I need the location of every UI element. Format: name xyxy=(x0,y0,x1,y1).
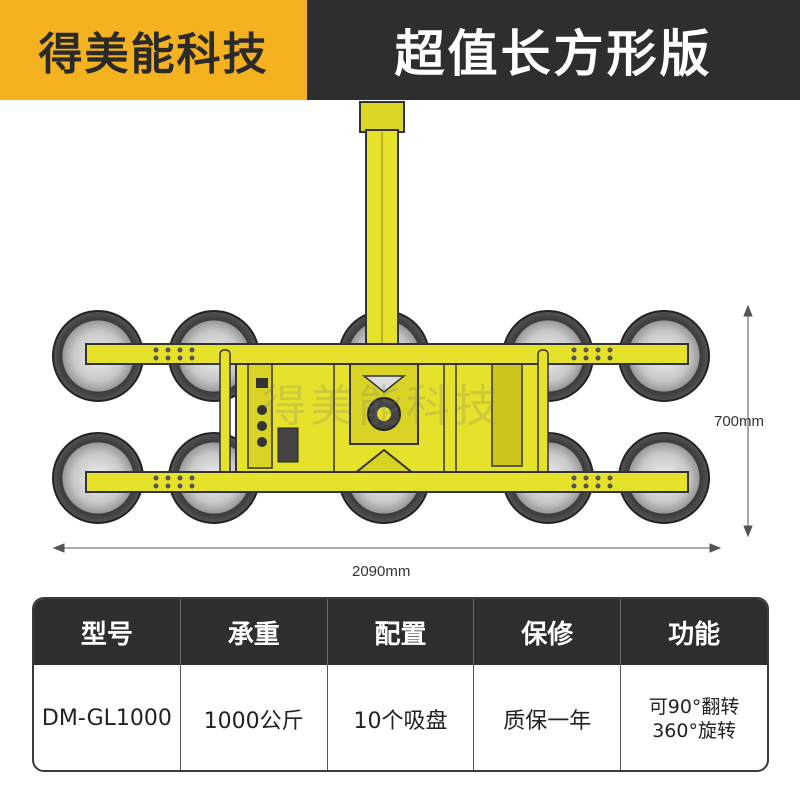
width-dimension-label: 2090mm xyxy=(352,563,411,580)
product-illustration: 得美能科技 700mm 2090mm xyxy=(0,100,800,590)
height-dimension-line xyxy=(743,304,753,538)
cell-configuration: 10个吸盘 xyxy=(328,665,475,770)
height-dimension-label: 700mm xyxy=(714,413,765,430)
width-dimension-line xyxy=(52,543,722,553)
cell-model: DM-GL1000 xyxy=(34,665,181,770)
cell-warranty: 质保一年 xyxy=(474,665,622,770)
spec-table-header: 型号 承重 配置 保修 功能 xyxy=(34,599,767,665)
watermark: 得美能科技 xyxy=(262,381,502,432)
vacuum-lifter-drawing xyxy=(52,101,753,553)
header-function: 功能 xyxy=(668,619,721,650)
function-line-2: 360°旋转 xyxy=(652,719,736,742)
header: 得美能科技 超值长方形版 xyxy=(0,0,800,100)
header-configuration: 配置 xyxy=(328,599,475,665)
main-frame xyxy=(235,347,543,477)
header-model: 型号 xyxy=(34,599,181,665)
bottom-beam xyxy=(85,471,689,493)
cell-capacity: 1000公斤 xyxy=(181,665,328,770)
function-line-1: 可90°翻转 xyxy=(648,695,740,718)
cell-function: 可90°翻转 360°旋转 xyxy=(621,665,767,770)
product-title: 超值长方形版 xyxy=(307,0,800,100)
header-capacity: 承重 xyxy=(181,599,328,665)
spec-table: 型号 承重 配置 保修 功能 DM-GL1000 1000公斤 10个吸盘 质保… xyxy=(32,597,769,772)
spec-table-row: DM-GL1000 1000公斤 10个吸盘 质保一年 可90°翻转 360°旋… xyxy=(34,665,767,770)
header-warranty: 保修 xyxy=(474,599,622,665)
brand-name: 得美能科技 xyxy=(0,0,307,100)
